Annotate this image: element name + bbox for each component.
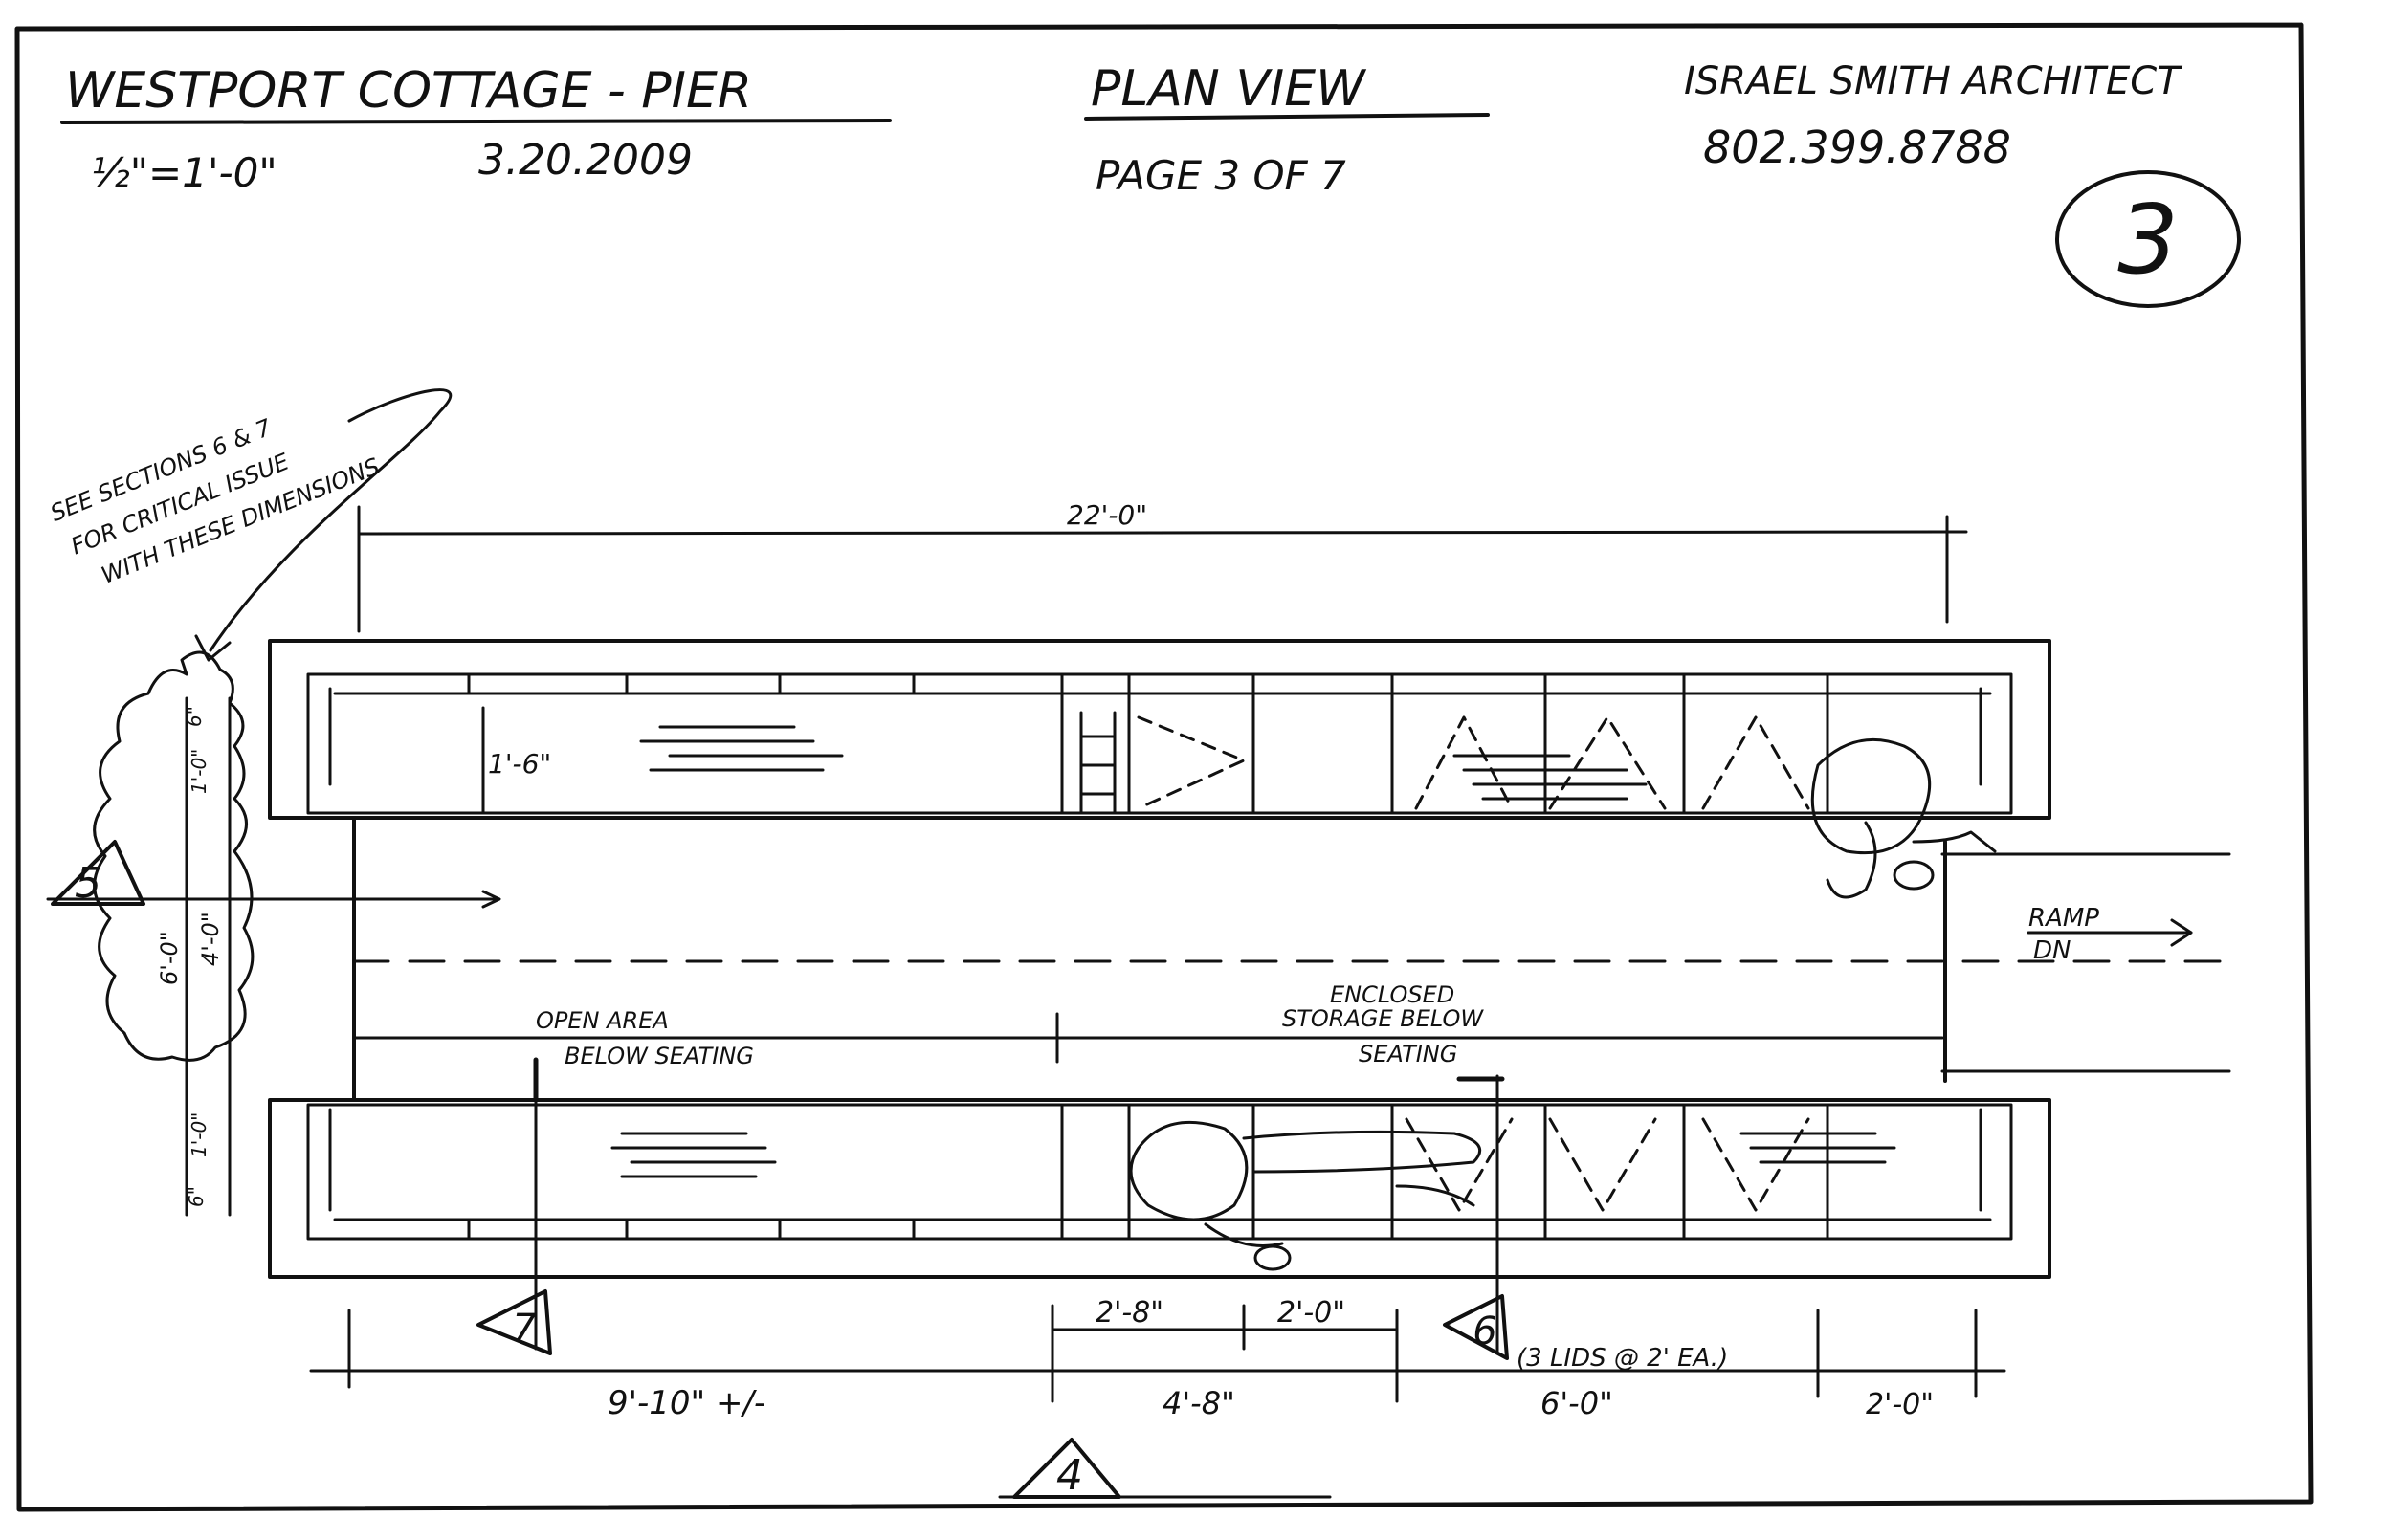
ramp-direction: DN <box>2033 936 2071 965</box>
section-7-triangle <box>476 1289 552 1355</box>
architect-phone: 802.399.8788 <box>1703 121 2011 173</box>
section-5-label: 5 <box>75 859 101 908</box>
left-dim-6in-bottom: 6" <box>185 1186 208 1207</box>
project-title-underline <box>60 119 892 124</box>
critical-note: SEE SECTIONS 6 & 7 FOR CRITICAL ISSUE WI… <box>47 413 384 588</box>
architect-name: ISRAEL SMITH ARCHITECT <box>1684 59 2183 103</box>
drawing-date: 3.20.2009 <box>478 136 693 185</box>
note-leader-arrow <box>194 634 232 662</box>
enclosed-label: ENCLOSED <box>1330 981 1454 1008</box>
overall-dimension: 22'-0" <box>1067 499 1147 531</box>
seat-depth-dimension: 1'-6" <box>488 748 551 780</box>
left-dim-6ft: 6'-0" <box>156 931 183 985</box>
sheet-number-circle <box>2055 170 2241 308</box>
bottom-dim-2-0a: 2'-0" <box>1277 1296 1345 1330</box>
person-figure-bottom <box>1129 1120 1482 1271</box>
person-figure-top <box>1810 737 1997 899</box>
ladder <box>1079 711 1117 815</box>
left-dim-6in-top: 6" <box>183 706 206 727</box>
page-number: PAGE 3 OF 7 <box>1096 152 1346 199</box>
bottom-dim-4-8: 4'-8" <box>1163 1385 1235 1421</box>
top-bench-bays <box>467 672 1829 815</box>
bottom-dim-6-0: 6'-0" <box>1540 1385 1613 1421</box>
sheet-border <box>14 22 2314 1512</box>
sheet-number: 3 <box>2117 184 2179 296</box>
open-area-label: OPEN AREA <box>536 1007 669 1034</box>
bottom-seat-hatching <box>610 1132 777 1178</box>
ramp-arrow-head <box>2170 918 2193 947</box>
top-bench-outline <box>268 639 2051 820</box>
ramp-label: RAMP <box>2028 904 2099 933</box>
section-7-label: 7 <box>512 1307 537 1351</box>
top-storage-hatching <box>1452 754 1648 801</box>
project-title: WESTPORT COTTAGE - PIER <box>65 62 752 120</box>
section-4-triangle <box>1012 1438 1121 1499</box>
enclosed-label-2: STORAGE BELOW <box>1282 1005 1484 1032</box>
bottom-dimension-ticks <box>347 1304 1978 1403</box>
section-6-label: 6 <box>1473 1309 1496 1353</box>
section-6-triangle <box>1443 1294 1509 1360</box>
open-area-label-2: BELOW SEATING <box>565 1043 754 1069</box>
bottom-dim-2-8: 2'-8" <box>1096 1296 1163 1330</box>
section-5-triangle <box>51 840 145 906</box>
left-dim-1ft-bottom: 1'-0" <box>188 1112 210 1157</box>
drawing-scale: ½"=1'-0" <box>91 149 277 196</box>
bottom-bench-bays <box>467 1103 1829 1241</box>
section-4-label: 4 <box>1056 1451 1083 1500</box>
left-dim-1ft-top: 1'-0" <box>188 749 210 794</box>
bottom-bench-inner <box>306 1103 2013 1241</box>
section-5-cut-arrow <box>481 890 501 909</box>
overall-dimension-line <box>357 530 1968 536</box>
bottom-dim-2-0b: 2'-0" <box>1866 1388 1934 1421</box>
view-title-underline <box>1084 113 1490 121</box>
top-lid-swings <box>1137 715 1810 810</box>
bottom-lid-swings <box>1405 1117 1810 1212</box>
lids-note: (3 LIDS @ 2' EA.) <box>1517 1344 1728 1373</box>
top-bench-inner <box>306 672 2013 815</box>
bottom-bench-outline <box>268 1098 2051 1279</box>
bottom-storage-hatching <box>1739 1132 1896 1164</box>
top-seat-hatching <box>639 725 844 772</box>
revision-cloud <box>93 650 255 1062</box>
enclosed-label-3: SEATING <box>1359 1041 1457 1067</box>
note-leader <box>209 388 453 652</box>
bottom-dim-left: 9'-10" +/- <box>608 1384 765 1422</box>
view-title: PLAN VIEW <box>1091 60 1367 118</box>
left-dim-4ft: 4'-0" <box>197 912 224 966</box>
